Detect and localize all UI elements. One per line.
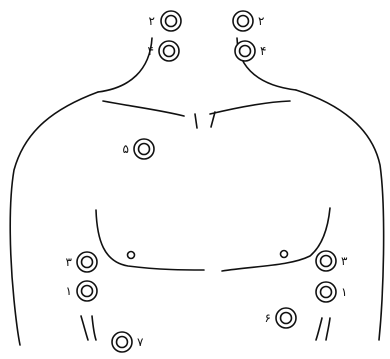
electrode-label: ٢ [258, 14, 264, 28]
electrode-label: ٣ [66, 255, 73, 269]
electrode-label: ١ [341, 285, 347, 299]
electrode: ۴ [148, 41, 179, 61]
electrode: ٢ [149, 11, 181, 31]
electrode-label: ۵ [123, 142, 129, 156]
electrode-label: ٢ [149, 14, 155, 28]
electrode: ١ [66, 281, 97, 301]
left-collarbone [103, 101, 184, 116]
left-waist-mark [81, 316, 88, 340]
electrode: ٣ [66, 252, 97, 272]
left-nipple [128, 252, 135, 259]
right-shoulder-arm [296, 90, 384, 340]
left-waist-mark-2 [92, 316, 96, 340]
electrode: ۶ [265, 308, 296, 328]
neck-left-line [98, 38, 152, 92]
right-nipple [281, 251, 288, 258]
electrode: ٣ [316, 251, 348, 271]
left-shoulder-arm [10, 92, 98, 345]
electrode-label: ۴ [260, 44, 266, 58]
left-chest-line [96, 210, 204, 270]
right-collarbone [210, 101, 290, 114]
electrode-label: ٧ [137, 335, 144, 349]
sternal-tick-left [195, 114, 197, 128]
right-waist-mark-2 [326, 318, 330, 340]
electrode-label: ٣ [341, 254, 348, 268]
electrode: ۴ [235, 41, 266, 61]
electrode: ٢ [233, 11, 264, 31]
electrode: ٧ [112, 332, 144, 352]
electrode-label: ۴ [148, 44, 154, 58]
electrode-label: ١ [66, 284, 72, 298]
electrode: ۵ [123, 139, 154, 159]
electrode: ١ [316, 282, 347, 302]
right-chest-line [222, 208, 330, 271]
right-waist-mark [316, 318, 322, 340]
electrode-label: ۶ [265, 311, 271, 325]
